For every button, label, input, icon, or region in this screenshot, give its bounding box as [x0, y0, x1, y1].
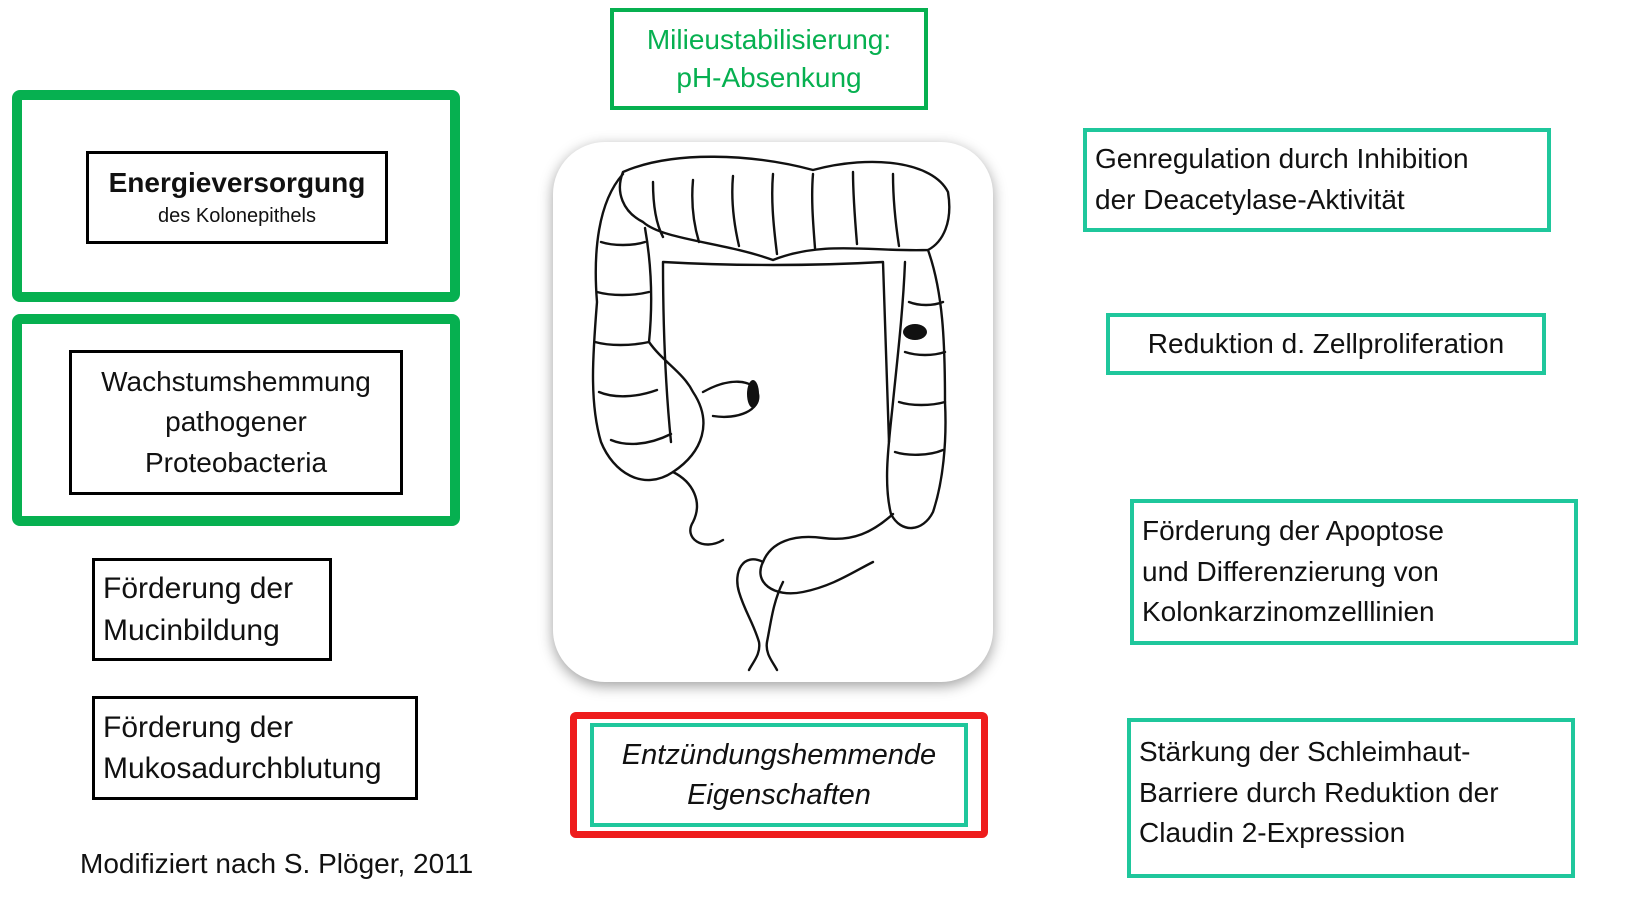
mucosa-box: Förderung der Mukosadurchblutung [92, 696, 418, 800]
energy-supply-subtitle: des Kolonepithels [158, 202, 316, 230]
anti-inflammatory-line-1: Entzündungshemmende [622, 735, 936, 775]
colon-illustration [553, 142, 993, 682]
gene-regulation-line-2: der Deacetylase-Aktivität [1095, 180, 1547, 221]
energy-supply-box: Energieversorgung des Kolonepithels [86, 151, 388, 244]
mucosa-line-1: Förderung der [103, 707, 415, 748]
mucin-line-2: Mucinbildung [103, 610, 329, 651]
mucosal-barrier-box: Stärkung der Schleimhaut- Barriere durch… [1127, 718, 1575, 878]
growth-inhibition-box: Wachstumshemmung pathogener Proteobacter… [69, 350, 403, 495]
growth-line-1: Wachstumshemmung [101, 362, 371, 403]
apoptosis-line-2: und Differenzierung von [1142, 552, 1574, 593]
barrier-line-2: Barriere durch Reduktion der [1139, 773, 1571, 814]
gene-regulation-line-1: Genregulation durch Inhibition [1095, 139, 1547, 180]
gene-regulation-box: Genregulation durch Inhibition der Deace… [1083, 128, 1551, 232]
apoptosis-line-1: Förderung der Apoptose [1142, 511, 1574, 552]
barrier-line-1: Stärkung der Schleimhaut- [1139, 732, 1571, 773]
anti-inflammatory-box: Entzündungshemmende Eigenschaften [590, 723, 968, 827]
milieu-line-2: pH-Absenkung [676, 59, 861, 97]
energy-supply-title: Energieversorgung [109, 165, 366, 201]
mucosa-line-2: Mukosadurchblutung [103, 748, 415, 789]
growth-line-3: Proteobacteria [145, 443, 327, 484]
barrier-line-3: Claudin 2-Expression [1139, 813, 1571, 854]
cell-proliferation-box: Reduktion d. Zellproliferation [1106, 313, 1546, 375]
milieu-box: Milieustabilisierung: pH-Absenkung [610, 8, 928, 110]
mucin-line-1: Förderung der [103, 568, 329, 609]
anti-inflammatory-line-2: Eigenschaften [687, 775, 871, 815]
milieu-line-1: Milieustabilisierung: [647, 21, 891, 59]
apoptosis-line-3: Kolonkarzinomzelllinien [1142, 592, 1574, 633]
mucin-box: Förderung der Mucinbildung [92, 558, 332, 661]
growth-line-2: pathogener [165, 402, 307, 443]
apoptosis-box: Förderung der Apoptose und Differenzieru… [1130, 499, 1578, 645]
cell-proliferation-line-1: Reduktion d. Zellproliferation [1148, 324, 1504, 365]
colon-illustration-frame [553, 142, 993, 682]
source-note: Modifiziert nach S. Plöger, 2011 [80, 844, 473, 885]
